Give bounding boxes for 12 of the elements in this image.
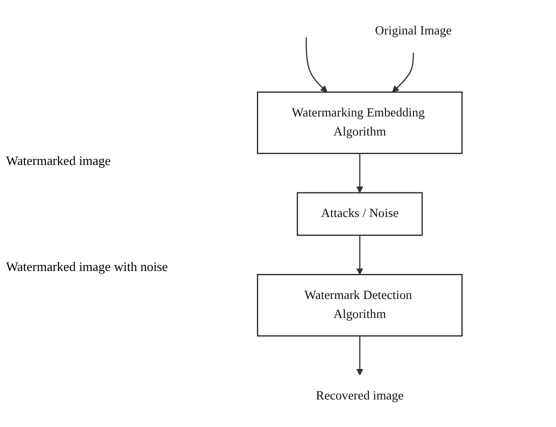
node-text: Original Image [374,24,452,38]
arrow [356,234,363,274]
arrow [305,36,328,92]
node-box: Watermarking Embedding Algorithm [256,91,462,154]
node-box: Watermark Detection Algorithm [256,273,462,336]
arrow [356,335,363,376]
node-box: Attacks / Noise [296,192,422,236]
node-text: Recovered image [316,388,404,402]
arrow [356,152,363,193]
note-text: Watermarked image with noise [6,258,169,274]
note-text: Watermarked image [6,152,112,168]
arrow [392,52,414,92]
